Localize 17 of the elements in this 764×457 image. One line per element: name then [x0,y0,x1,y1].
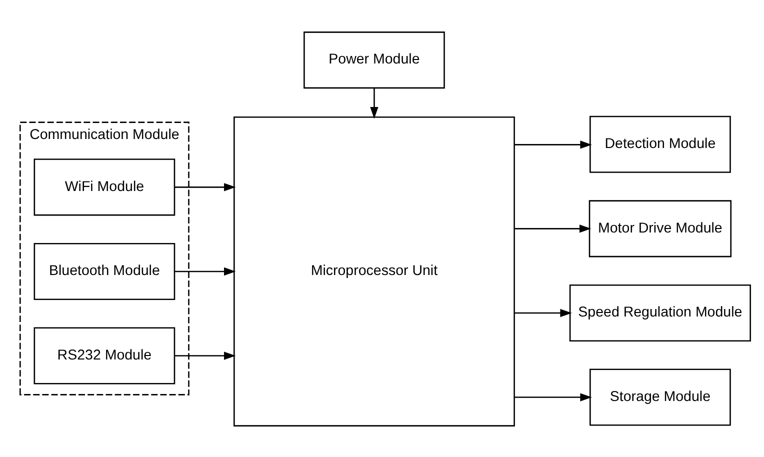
arrow [174,182,236,191]
arrow [174,266,236,276]
node-box: Microprocessor Unit [234,116,515,426]
node-box: RS232 Module [34,326,176,384]
node-box: Motor Drive Module [588,200,732,257]
arrow [514,308,572,317]
node-box: Storage Module [590,368,731,426]
arrow [514,140,592,148]
node-box: Speed Regulation Module [569,284,751,341]
arrow [514,224,592,232]
node-box: WiFi Module [34,158,176,216]
node-box: Detection Module [590,115,731,172]
arrow [174,351,236,360]
arrow [370,88,378,118]
node-box: Power Module [304,31,445,88]
arrow [514,392,592,401]
node-box: Bluetooth Module [34,242,176,300]
